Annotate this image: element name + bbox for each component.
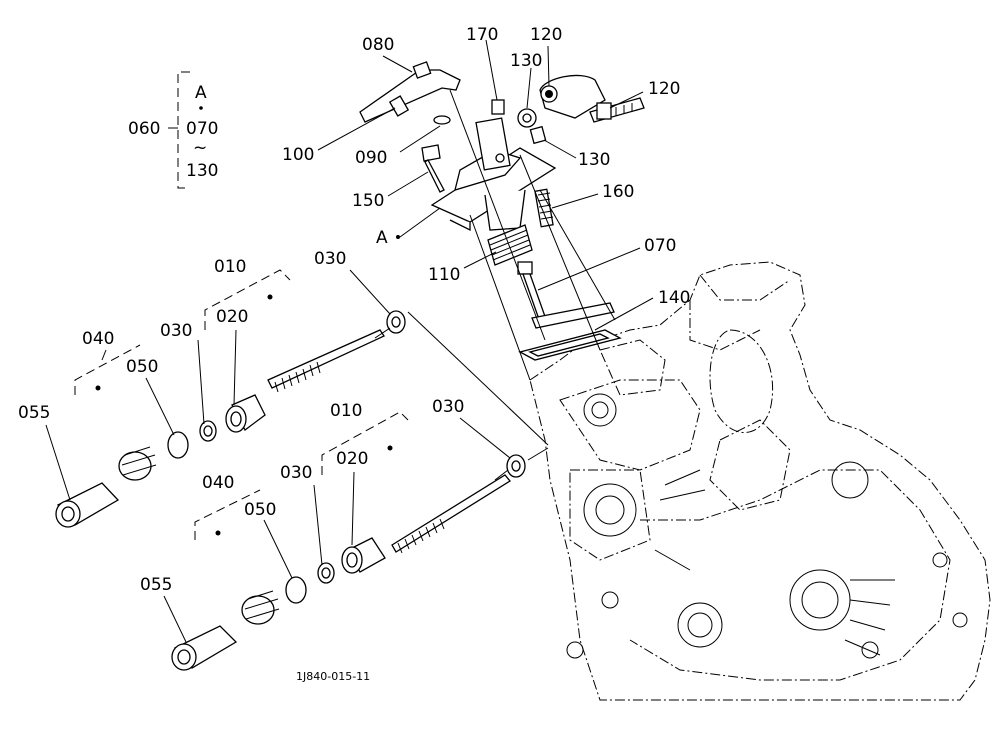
spacer-130 xyxy=(517,108,547,145)
label-120-right: 120 xyxy=(648,79,680,99)
plunger-lower xyxy=(387,445,511,554)
plunger-upper xyxy=(267,294,385,393)
collar-lower-040 xyxy=(215,530,280,625)
cap-lower-055 xyxy=(171,625,238,671)
label-130-right: 130 xyxy=(578,150,610,170)
assembly-lines xyxy=(374,89,616,481)
gear-case-housing xyxy=(529,261,991,701)
ring-upper-050 xyxy=(167,431,189,459)
sleeve-upper-020 xyxy=(225,394,266,433)
shaft-070 xyxy=(517,261,615,329)
legend-top-label: A xyxy=(195,83,207,103)
label-055-upper: 055 xyxy=(18,403,50,423)
washer-lower-030a xyxy=(317,562,335,584)
label-130-top: 130 xyxy=(510,51,542,71)
leader-lines xyxy=(45,39,654,643)
label-010-lower: 010 xyxy=(330,401,362,421)
washer-lower-030b xyxy=(506,454,526,478)
label-110: 110 xyxy=(428,265,460,285)
bracket-010-lower xyxy=(321,411,409,475)
legend-tilde: ~ xyxy=(193,138,207,158)
label-090: 090 xyxy=(355,148,387,168)
label-020-lower: 020 xyxy=(336,449,368,469)
washer-090 xyxy=(433,115,451,125)
label-160: 160 xyxy=(602,182,634,202)
label-150: 150 xyxy=(352,191,384,211)
lever-080 xyxy=(359,61,461,123)
label-080: 080 xyxy=(362,35,394,55)
label-055-lower: 055 xyxy=(140,575,172,595)
label-170: 170 xyxy=(466,25,498,45)
collar-upper-040 xyxy=(95,385,157,481)
legend-mid-label: 070 xyxy=(186,119,218,139)
marker-a-dot xyxy=(396,235,400,239)
part-labels: 080 170 120 130 120 100 090 130 150 160 … xyxy=(18,25,690,595)
washer-upper-030a xyxy=(199,420,217,442)
ball-joint-120 xyxy=(539,74,645,123)
label-040-upper: 040 xyxy=(82,329,114,349)
label-030-lower-left: 030 xyxy=(280,463,312,483)
washer-upper-030b xyxy=(386,310,406,334)
bracket-040-lower xyxy=(194,489,261,540)
ring-lower-050 xyxy=(285,576,307,604)
bracket-010-upper xyxy=(204,269,291,330)
label-050-upper: 050 xyxy=(126,357,158,377)
drawing-code: 1J840-015-11 xyxy=(296,670,370,683)
legend-bottom-label: 130 xyxy=(186,161,218,181)
label-a: A xyxy=(376,228,388,248)
label-030-lower-right: 030 xyxy=(432,397,464,417)
label-140: 140 xyxy=(658,288,690,308)
legend-dot xyxy=(199,106,203,110)
label-120-top: 120 xyxy=(530,25,562,45)
bolt-150 xyxy=(421,144,445,193)
label-100: 100 xyxy=(282,145,314,165)
bracket-040-upper xyxy=(74,344,141,395)
pin-170 xyxy=(491,99,505,115)
label-030-upper-right: 030 xyxy=(314,249,346,269)
label-050-lower: 050 xyxy=(244,500,276,520)
sleeve-lower-020 xyxy=(341,537,386,574)
label-070: 070 xyxy=(644,236,676,256)
label-030-upper-left: 030 xyxy=(160,321,192,341)
legend-bracket: 060 A 070 ~ 130 xyxy=(128,71,218,189)
label-010-upper: 010 xyxy=(214,257,246,277)
gasket-140 xyxy=(518,329,622,361)
spring-110 xyxy=(487,224,533,266)
label-040-lower: 040 xyxy=(202,473,234,493)
cap-upper-055 xyxy=(55,482,120,528)
label-020-upper: 020 xyxy=(216,307,248,327)
legend-group-label: 060 xyxy=(128,119,160,139)
